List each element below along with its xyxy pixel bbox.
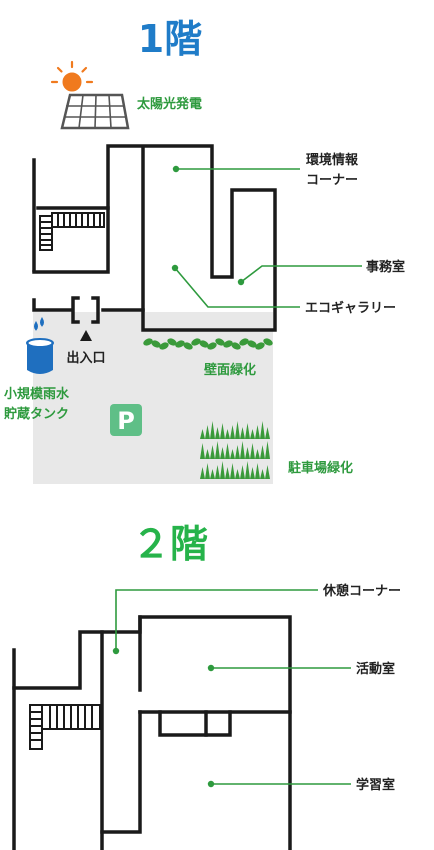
env-corner-label-line2: コーナー: [306, 173, 358, 188]
rain-tank-label-line1: 小規模雨水: [4, 386, 70, 402]
leaf: [263, 338, 273, 346]
leaf: [143, 338, 153, 346]
wall-plants-icon: [143, 338, 273, 350]
leaf: [151, 340, 161, 348]
leaf: [159, 342, 169, 350]
leaf: [239, 338, 249, 346]
leaf: [175, 340, 185, 348]
floor1-title: 1階: [138, 17, 202, 61]
env-corner-label-line1: 環境情報: [306, 152, 359, 168]
leaf: [247, 340, 257, 348]
parking-sign-text: P: [117, 407, 135, 435]
grass-row: [200, 441, 270, 459]
rest-corner-label: 休憩コーナー: [322, 583, 401, 599]
leaf: [231, 342, 241, 350]
leaf: [255, 342, 265, 350]
sun-icon: [50, 60, 94, 92]
grass-row: [200, 421, 270, 439]
parking-greening-label: 駐車場緑化: [288, 460, 353, 476]
leaf: [183, 342, 193, 350]
eco-gallery-label: エコギャラリー: [305, 300, 396, 316]
office-label: 事務室: [366, 259, 405, 275]
study-room-label: 学習室: [356, 777, 395, 793]
entrance-label: 出入口: [66, 350, 105, 366]
leaf: [207, 342, 217, 350]
solar-panel-icon: [60, 93, 130, 130]
parking-sign-icon: P: [110, 404, 142, 436]
water-tank-icon: [26, 317, 54, 374]
leaf: [223, 340, 233, 348]
floor2-stairs: [29, 704, 101, 750]
grass-icon: [200, 421, 270, 479]
activity-room-label: 活動室: [356, 661, 395, 677]
entrance-arrow-icon: [80, 330, 92, 341]
leaf: [199, 340, 209, 348]
solar-panel-group: 太陽光発電: [50, 60, 202, 130]
solar-label: 太陽光発電: [136, 96, 202, 112]
floor1-stairs: [39, 212, 105, 251]
wall-greening-label: 壁面緑化: [204, 362, 256, 378]
floor1-leaders: [171, 165, 362, 308]
leaf: [191, 338, 201, 346]
floor1-walls: [32, 144, 277, 332]
rain-tank-label-line2: 貯蔵タンク: [4, 406, 69, 422]
leaf: [215, 338, 225, 346]
leaf: [167, 338, 177, 346]
floor2-leaders: [112, 589, 351, 788]
floor2-walls: [12, 615, 292, 850]
floor2-title: ２階: [132, 522, 208, 566]
grass-row: [200, 461, 270, 479]
